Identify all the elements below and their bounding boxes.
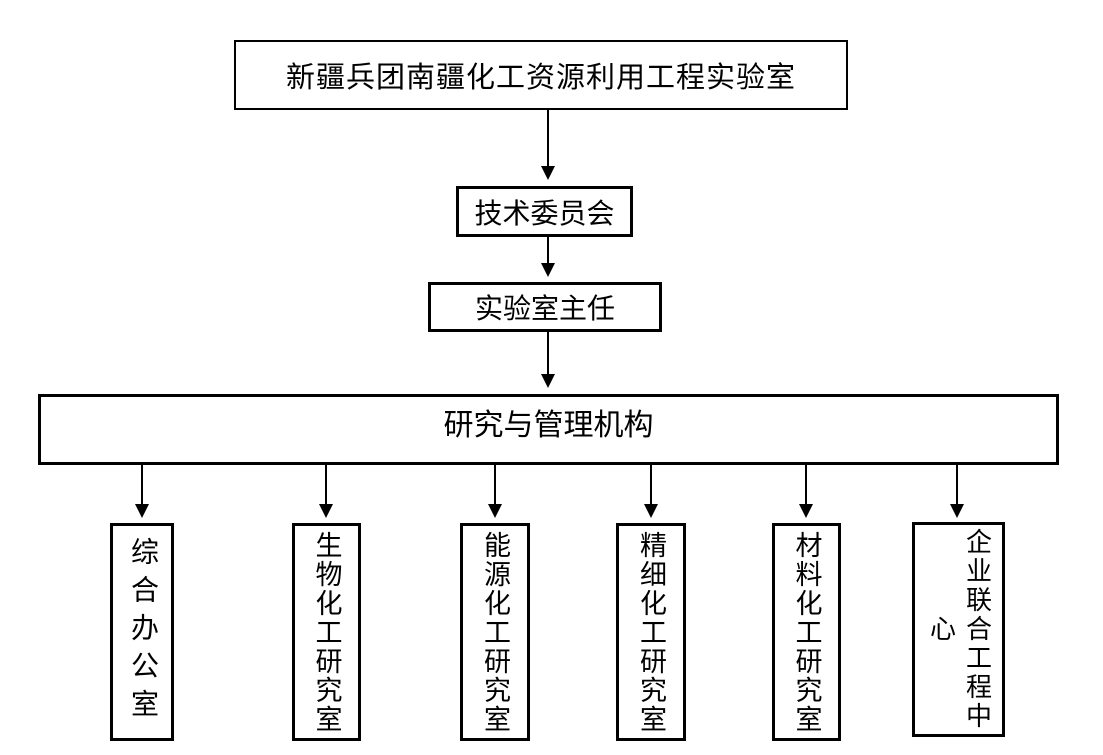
arrow-line (325, 465, 327, 504)
node-dept-general-office-label: 综合办公室 (127, 537, 158, 727)
node-laboratory-label: 新疆兵团南疆化工资源利用工程实验室 (285, 62, 796, 94)
node-dept-enterprise-center-label: 企业联合工程中心 (926, 528, 992, 731)
arrow-head (541, 263, 555, 277)
arrow-head (799, 504, 813, 518)
connector-dept-enterprise-center (950, 465, 964, 518)
node-laboratory: 新疆兵团南疆化工资源利用工程实验室 (234, 40, 848, 110)
node-dept-biochemical: 生物化工研究室 (292, 523, 361, 741)
arrow-line (547, 237, 549, 263)
arrow-line (956, 465, 958, 504)
connector-dept-biochemical (319, 465, 333, 518)
arrow-line (494, 465, 496, 504)
node-dept-general-office: 综合办公室 (110, 523, 174, 741)
arrow-line (805, 465, 807, 504)
node-management: 研究与管理机构 (38, 394, 1059, 465)
connector-laboratory-committee (541, 110, 555, 180)
node-committee-label: 技术委员会 (474, 198, 615, 230)
node-director: 实验室主任 (428, 282, 662, 332)
connector-dept-fine-chemical (644, 465, 658, 518)
connector-dept-general-office (135, 465, 149, 518)
node-dept-materials-label: 材料化工研究室 (791, 530, 822, 734)
arrow-head (644, 504, 658, 518)
arrow-head (319, 504, 333, 518)
arrow-line (547, 110, 549, 166)
connector-committee-director (541, 237, 555, 277)
node-dept-fine-chemical: 精细化工研究室 (616, 523, 686, 741)
node-dept-materials: 材料化工研究室 (772, 523, 841, 741)
node-dept-energy-label: 能源化工研究室 (480, 530, 510, 734)
node-dept-biochemical-label: 生物化工研究室 (311, 530, 342, 734)
arrow-head (135, 504, 149, 518)
node-dept-enterprise-center: 企业联合工程中心 (912, 522, 1005, 737)
arrow-line (141, 465, 143, 504)
node-committee: 技术委员会 (456, 186, 633, 237)
node-dept-energy: 能源化工研究室 (460, 523, 530, 741)
node-director-label: 实验室主任 (474, 294, 615, 325)
connector-dept-materials (799, 465, 813, 518)
connector-director-management (541, 332, 555, 388)
connector-dept-energy (488, 465, 502, 518)
arrow-line (650, 465, 652, 504)
arrow-head (541, 374, 555, 388)
node-management-label: 研究与管理机构 (443, 408, 654, 442)
arrow-head (950, 504, 964, 518)
arrow-line (547, 332, 549, 374)
arrow-head (541, 166, 555, 180)
node-dept-fine-chemical-label: 精细化工研究室 (636, 530, 666, 734)
arrow-head (488, 504, 502, 518)
